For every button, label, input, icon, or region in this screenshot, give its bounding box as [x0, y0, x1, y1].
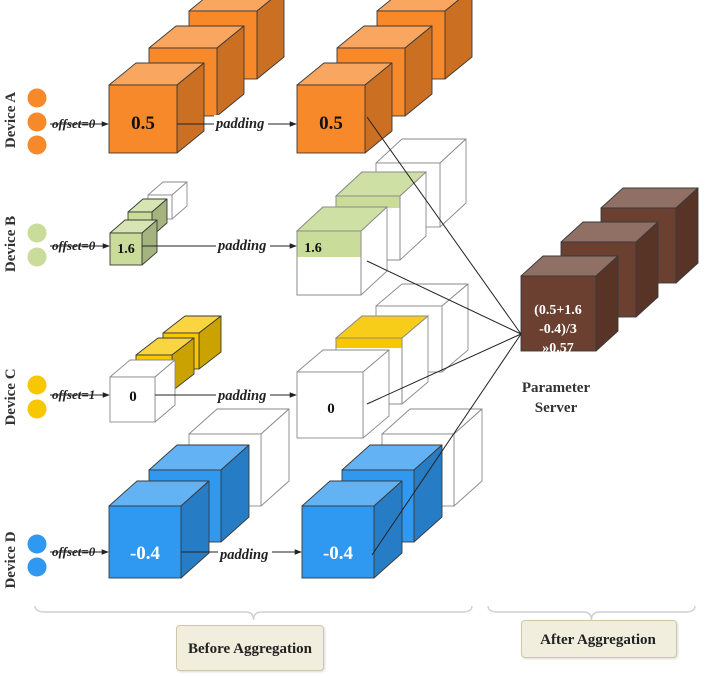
aggregation-line-4	[371, 333, 522, 556]
device-a-after-cube-1	[296, 62, 393, 154]
device-d-value-after: -0.4	[323, 543, 354, 564]
aggregation-line-2	[366, 260, 522, 335]
device-b-data-point-1	[27, 223, 47, 243]
server-value-line-3: »0.57	[542, 341, 574, 356]
device-a-padding-label-bg	[214, 115, 268, 132]
device-d-padding-label: padding	[218, 547, 268, 563]
before-aggregation-box	[176, 625, 324, 671]
device-c-value-after: 0	[327, 401, 335, 417]
device-c-value-before: 0	[129, 389, 137, 405]
device-a-data-point-1	[27, 88, 47, 108]
device-b-data-point-2	[27, 247, 47, 267]
device-a-padding-label: padding	[214, 116, 264, 132]
device-a-data-point-2	[27, 112, 47, 132]
device-a-value-after: 0.5	[319, 113, 343, 134]
aggregation-line-1	[366, 116, 522, 335]
device-d-label: Device D	[3, 531, 19, 588]
server-label-line-2: Server	[535, 400, 578, 416]
device-c-after-cube-1	[296, 349, 390, 439]
device-c-data-point-1	[27, 375, 47, 395]
aggregation-line-3	[366, 333, 522, 405]
server-label-line-1: Parameter	[522, 380, 591, 396]
device-b-offset-label: offset=0	[52, 238, 96, 253]
server-value-line-1: (0.5+1.6	[534, 303, 582, 318]
device-c-before-cube-1	[109, 359, 176, 423]
device-b-after-cube-1	[295, 206, 389, 296]
device-a-before-cube-1	[108, 62, 205, 154]
device-d-value-before: -0.4	[130, 543, 161, 564]
after-aggregation-box	[521, 620, 677, 658]
device-c-padding-label: padding	[216, 388, 266, 404]
device-b-padding-label-bg	[216, 237, 270, 254]
device-b-value-before: 1.6	[117, 242, 135, 257]
device-c-data-point-2	[27, 399, 47, 419]
device-d-padding-label-bg	[218, 546, 272, 563]
device-a-data-point-3	[27, 135, 47, 155]
device-b-label: Device B	[3, 216, 19, 272]
device-c-padding-label-bg	[216, 387, 270, 404]
device-b-before-cube-1	[109, 219, 158, 266]
device-c-offset-label: offset=1	[52, 387, 95, 402]
device-d-before-cube-1	[108, 480, 210, 579]
server-value-line-2: -0.4)/3	[539, 322, 577, 337]
device-a-label: Device A	[3, 92, 19, 148]
device-a-offset-label: offset=0	[52, 116, 96, 131]
device-c-label: Device C	[3, 368, 19, 425]
device-b-value-after: 1.6	[304, 241, 322, 256]
server-cube-1	[520, 255, 619, 352]
device-d-after-cube-1	[301, 480, 403, 579]
after-aggregation-brace	[487, 605, 696, 621]
device-d-data-point-2	[27, 557, 47, 577]
device-d-offset-label: offset=0	[52, 544, 96, 559]
device-a-value-before: 0.5	[131, 113, 155, 134]
device-b-padding-label: padding	[216, 238, 266, 254]
device-d-data-point-1	[27, 534, 47, 554]
before-aggregation-brace	[34, 605, 473, 621]
